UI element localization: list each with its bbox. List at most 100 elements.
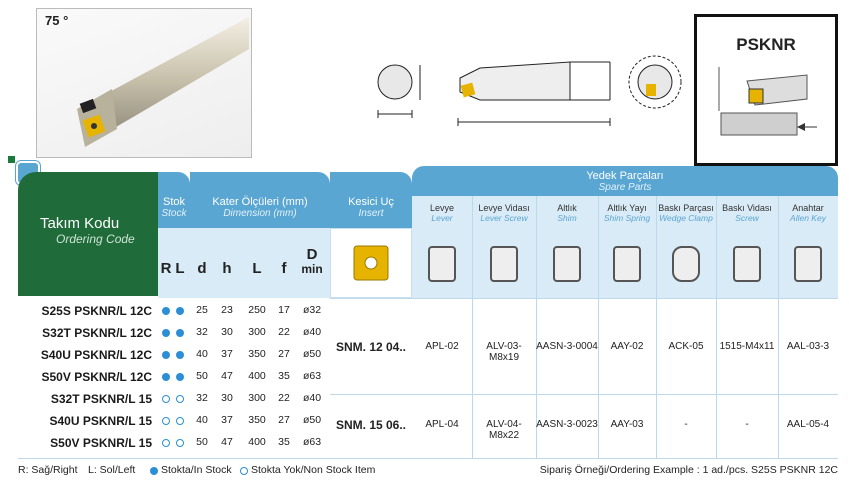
- part-code: APL-04: [425, 419, 459, 430]
- stock-indicator: [162, 329, 170, 337]
- dim-h: 47: [221, 436, 233, 448]
- part-code: -: [684, 419, 688, 430]
- dimension-header: [190, 172, 330, 228]
- stock-indicator: [162, 417, 170, 425]
- insert-code: SNM. 12 04..: [335, 340, 407, 354]
- insert-header: [330, 172, 412, 228]
- rule-mid: [330, 394, 838, 395]
- spare-parts-header: [412, 166, 838, 196]
- dim-d: 40: [196, 348, 208, 360]
- product-photo: 75 °: [36, 8, 252, 158]
- stock-indicator: [162, 351, 170, 359]
- dim-d: 25: [196, 304, 208, 316]
- stock-indicator: [162, 395, 170, 403]
- dim-f: 35: [278, 436, 290, 448]
- non-stock-dot: [240, 467, 248, 475]
- dim-L: 350: [248, 414, 266, 426]
- dim-f: 22: [278, 326, 290, 338]
- dim-d: 40: [196, 414, 208, 426]
- part-code: -: [745, 419, 749, 430]
- stock-indicator: [176, 329, 184, 337]
- dim-L: 400: [248, 370, 266, 382]
- ordering-code: S25S PSKNR/L 12C: [41, 304, 153, 318]
- ordering-code: S40U PSKNR/L 15: [49, 414, 153, 428]
- part-header-en: Allen Key: [790, 213, 826, 223]
- part-header-tr: Anahtar: [792, 203, 824, 213]
- ordering-code: S40U PSKNR/L 12C: [40, 348, 152, 362]
- ordering-code-header: Takım Kodu Ordering Code: [18, 172, 158, 296]
- stock-indicator: [176, 439, 184, 447]
- ordering-code: S32T PSKNR/L 15: [50, 392, 152, 406]
- dim-f: 35: [278, 370, 290, 382]
- stock-indicator: [162, 439, 170, 447]
- col-d: d: [197, 260, 207, 277]
- angle-label: 75 °: [45, 13, 69, 28]
- dim-D: ø63: [302, 370, 322, 382]
- insert-image-cell: [330, 228, 412, 298]
- dim-h: 30: [221, 392, 233, 404]
- in-stock-dot: [150, 467, 158, 475]
- legend-stock: Stokta/In Stock: [161, 464, 232, 476]
- dim-L: 400: [248, 436, 266, 448]
- wedge-clamp-icon: [672, 246, 700, 282]
- dim-h: 23: [221, 304, 233, 316]
- part-header-tr: Altlık Yayı: [607, 203, 647, 213]
- part-header-en: Lever: [431, 213, 453, 223]
- dim-L: 300: [248, 392, 266, 404]
- part-col-divider: [716, 196, 717, 458]
- dim-D: ø40: [302, 392, 322, 404]
- stock-indicator: [162, 373, 170, 381]
- part-code: AAY-02: [610, 341, 644, 352]
- col-Lc: L: [252, 260, 262, 277]
- stock-indicator: [176, 373, 184, 381]
- dim-D: ø40: [302, 326, 322, 338]
- part-code: ALV-03-M8x19: [486, 341, 522, 363]
- legend-left: L: Sol/Left: [88, 464, 136, 476]
- profile-illustration: [718, 67, 817, 136]
- lever-icon: [428, 246, 456, 282]
- allen-key-icon: [794, 246, 822, 282]
- technical-drawing: [377, 55, 682, 126]
- dim-d: 32: [196, 392, 208, 404]
- column-symbol-band: [158, 228, 330, 298]
- screw-icon: [733, 246, 761, 282]
- ordering-code-en: Ordering Code: [56, 232, 135, 246]
- rule-top: [330, 298, 838, 299]
- stock-indicator: [162, 307, 170, 315]
- lever-screw-icon: [490, 246, 518, 282]
- stock-indicator: [176, 307, 184, 315]
- ordering-example: Sipariş Örneği/Ordering Example : 1 ad./…: [539, 464, 838, 476]
- insert-code: SNM. 15 06..: [335, 418, 407, 432]
- dim-L: 250: [248, 304, 266, 316]
- dim-h: 30: [221, 326, 233, 338]
- boring-bar-illustration: [77, 17, 249, 147]
- dimension-title: Kater Ölçüleri (mm)Dimension (mm): [212, 196, 308, 219]
- dim-f: 17: [278, 304, 290, 316]
- part-code: ALV-04-M8x22: [486, 419, 522, 441]
- stock-indicator: [176, 417, 184, 425]
- part-col-divider: [598, 196, 599, 458]
- dim-D: ø50: [302, 348, 322, 360]
- part-code: ACK-05: [668, 341, 704, 352]
- ordering-code-tr: Takım Kodu: [40, 215, 120, 232]
- col-D: D: [306, 246, 318, 263]
- dim-h: 47: [221, 370, 233, 382]
- part-header-en: Wedge Clamp: [659, 213, 713, 223]
- dim-D: ø63: [302, 436, 322, 448]
- legend-nonstock: Stokta Yok/Non Stock Item: [251, 464, 376, 476]
- part-code: AASN-3-0004: [536, 341, 598, 352]
- part-header-tr: Levye: [429, 203, 455, 213]
- dim-h: 37: [221, 348, 233, 360]
- legend-right: R: Sağ/Right: [18, 464, 78, 476]
- dim-d: 50: [196, 370, 208, 382]
- dim-d: 50: [196, 436, 208, 448]
